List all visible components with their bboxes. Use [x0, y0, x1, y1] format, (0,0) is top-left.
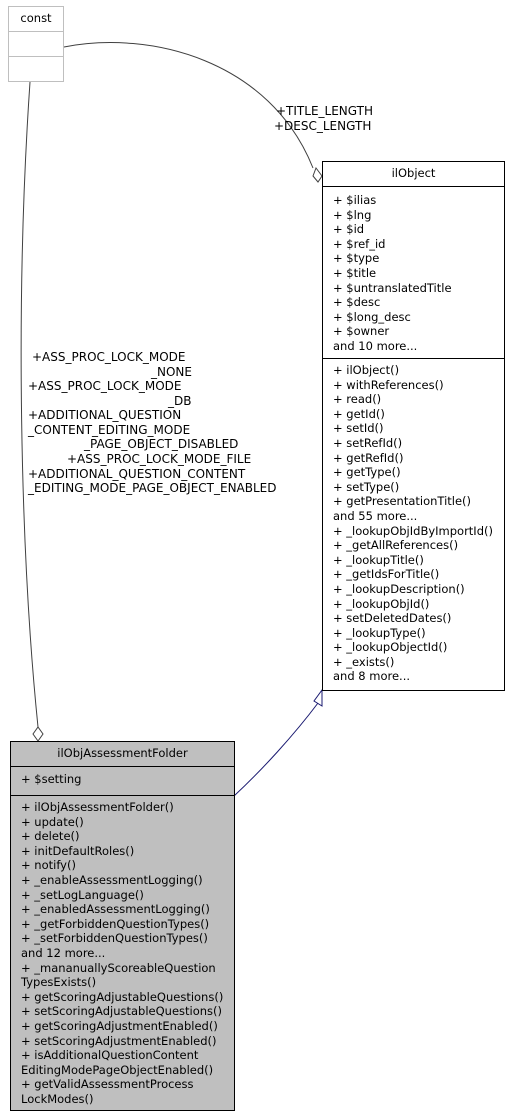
assessment-folder-method: + setScoringAdjustmentEnabled() [21, 1033, 217, 1048]
ilobject-method: + setType() [333, 479, 400, 494]
ilobject-class-name: ilObject [323, 162, 504, 187]
edge-label-lock-db-line1: +ASS_PROC_LOCK_MODE [28, 379, 182, 393]
ilobject-method: + setId() [333, 421, 384, 436]
assessment-folder-method: + _enabledAssessmentLogging() [21, 902, 210, 917]
assessment-folder-method: + _enableAssessmentLogging() [21, 872, 203, 887]
ilobject-method: + setDeletedDates() [333, 611, 452, 626]
assessment-folder-method: + _getForbiddenQuestionTypes() [21, 916, 210, 931]
const-methods-section [9, 57, 63, 83]
assessment-folder-methods-section: + ilObjAssessmentFolder()+ update()+ del… [11, 796, 234, 1109]
const-to-ilobject-edge [63, 42, 314, 169]
ilobject-attribute: + $id [333, 222, 365, 237]
ilobject-method: + getRefId() [333, 450, 404, 465]
edge-label-addq-enabled-line2: _EDITING_MODE_PAGE_OBJECT_ENABLED [28, 481, 277, 495]
assessment-folder-method: + getScoringAdjustableQuestions() [21, 989, 224, 1004]
ilobject-method: + _lookupType() [333, 625, 426, 640]
ilobject-attribute: and 10 more... [333, 338, 418, 353]
assessment-folder-method: + setScoringAdjustableQuestions() [21, 1004, 223, 1019]
folder-diamond [32, 726, 44, 742]
edge-label-lock-none-line1: +ASS_PROC_LOCK_MODE [32, 350, 186, 364]
edge-label-lock-file: +ASS_PROC_LOCK_MODE_FILE [67, 452, 252, 466]
ilobject-method: + _getIdsForTitle() [333, 567, 440, 582]
ilobject-attribute: + $type [333, 251, 380, 266]
const-to-folder-edge [20, 81, 39, 728]
edge-label-desc-length: +DESC_LENGTH [274, 119, 372, 133]
ilobject-attribute: + $desc [333, 295, 381, 310]
edge-label-addq-disabled-line3: _PAGE_OBJECT_DISABLED [84, 437, 239, 451]
const-class-name: const [9, 7, 63, 32]
ilobject-method: + getId() [333, 406, 385, 421]
ilobject-attributes-section: + $ilias+ $lng+ $id+ $ref_id+ $type+ $ti… [323, 187, 504, 359]
assessment-folder-method: TypesExists() [21, 975, 97, 990]
ilobject-method: and 55 more... [333, 508, 418, 523]
assessment-folder-method: + _setForbiddenQuestionTypes() [21, 931, 208, 946]
edge-label-addq-enabled-line1: +ADDITIONAL_QUESTION_CONTENT [28, 467, 246, 481]
assessment-folder-method: EditingModePageObjectEnabled() [21, 1062, 214, 1077]
ilobject-method: + _exists() [333, 654, 395, 669]
ilobject-attribute: + $title [333, 265, 377, 280]
assessment-folder-method: + notify() [21, 858, 76, 873]
ilobject-method: + _lookupObjIdByImportId() [333, 523, 493, 538]
ilobject-method: and 8 more... [333, 669, 411, 684]
assessment-folder-method: + initDefaultRoles() [21, 843, 135, 858]
assessment-folder-method: + _mananuallyScoreableQuestion [21, 960, 216, 975]
ilobject-diamond [312, 166, 323, 183]
ilobject-attribute: + $ilias [333, 193, 377, 207]
ilobject-attribute: + $long_desc [333, 309, 411, 324]
ilobject-method: + getPresentationTitle() [333, 494, 472, 509]
assessment-folder-method: + getValidAssessmentProcess [21, 1077, 194, 1092]
ilobject-method: + _getAllReferences() [333, 538, 459, 553]
assessment-folder-attribute: + $setting [21, 772, 82, 786]
ilobject-method: + read() [333, 392, 382, 407]
ilobject-attribute: + $owner [333, 324, 390, 339]
const-attributes-section [9, 32, 63, 57]
edge-label-addq-disabled-line1: +ADDITIONAL_QUESTION [28, 408, 182, 422]
assessment-folder-method: + delete() [21, 829, 80, 844]
ilobject-attribute: + $ref_id [333, 236, 386, 251]
edge-label-lock-db-line2: _DB [168, 394, 192, 408]
ilobject-method: + withReferences() [333, 377, 444, 392]
ilobject-attribute: + $untranslatedTitle [333, 280, 452, 295]
ilobject-method: + _lookupTitle() [333, 552, 424, 567]
ilobject-attribute: + $lng [333, 207, 372, 222]
assessment-folder-class-box: ilObjAssessmentFolder + $setting + ilObj… [10, 741, 235, 1111]
inheritance-edge [233, 702, 319, 797]
ilobject-method: + _lookupObjectId() [333, 640, 448, 655]
ilobject-method: + _lookupDescription() [333, 581, 465, 596]
edge-label-title-length: +TITLE_LENGTH [276, 104, 373, 118]
ilobject-class-box: ilObject + $ilias+ $lng+ $id+ $ref_id+ $… [322, 161, 505, 691]
assessment-folder-method: + getScoringAdjustmentEnabled() [21, 1018, 218, 1033]
assessment-folder-method: + _setLogLanguage() [21, 887, 144, 902]
assessment-folder-attributes-section: + $setting [11, 767, 234, 796]
assessment-folder-method: LockModes() [21, 1091, 94, 1106]
ilobject-method: + ilObject() [333, 363, 400, 377]
assessment-folder-method: and 12 more... [21, 945, 106, 960]
ilobject-method: + getType() [333, 465, 401, 480]
ilobject-method: + _lookupObjId() [333, 596, 430, 611]
edge-label-addq-disabled-line2: _CONTENT_EDITING_MODE [28, 423, 191, 437]
const-class-box: const [8, 6, 64, 82]
edge-label-lock-none-line2: _NONE [151, 365, 192, 379]
assessment-folder-method: + update() [21, 814, 84, 829]
inheritance-arrowhead [313, 688, 323, 707]
assessment-folder-class-name: ilObjAssessmentFolder [11, 742, 234, 767]
ilobject-methods-section: + ilObject()+ withReferences()+ read()+ … [323, 359, 504, 687]
assessment-folder-method: + isAdditionalQuestionContent [21, 1048, 199, 1063]
assessment-folder-method: + ilObjAssessmentFolder() [21, 800, 174, 814]
ilobject-method: + setRefId() [333, 435, 403, 450]
